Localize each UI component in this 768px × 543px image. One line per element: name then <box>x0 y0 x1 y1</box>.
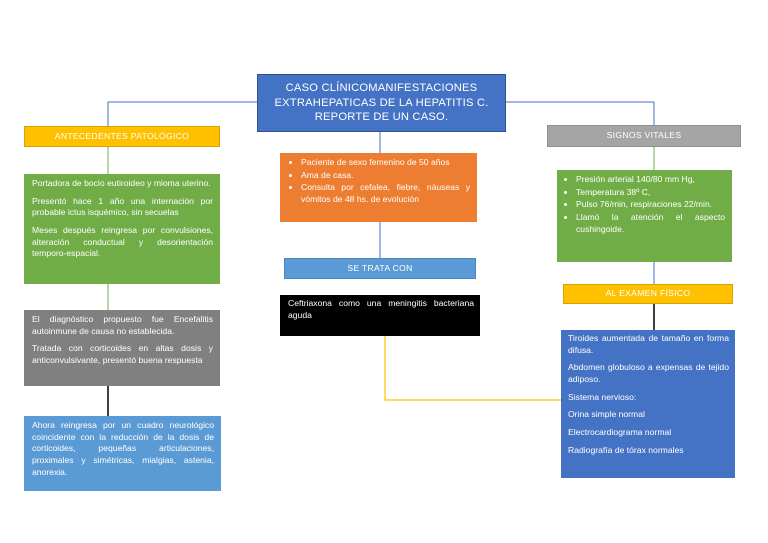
paciente-bullet: Ama de casa. <box>301 170 470 182</box>
diagnostico-gray-box: El diagnóstico propuesto fue Encefalitis… <box>24 310 220 386</box>
diagnostico-paragraph: Tratada con corticoides en altas dosis y… <box>32 343 213 366</box>
tratamiento-header: SE TRATA CON <box>284 258 476 279</box>
antecedentes-header: ANTECEDENTES PATOLÓGICO <box>24 126 220 147</box>
examen-blue-box: Tiroides aumentada de tamaño en forma di… <box>561 330 735 478</box>
examen-paragraph: Radiografía de tórax normales <box>568 444 684 455</box>
examen-paragraph: Abdomen globuloso a expensas de tejido a… <box>568 362 729 385</box>
paciente-bullet: Paciente de sexo femenino de 50 años <box>301 157 470 169</box>
examen-paragraph: Tiroides aumentada de tamaño en forma di… <box>568 333 729 355</box>
signos-green-box: Presión arterial 140/80 mm Hg, Temperatu… <box>557 170 732 262</box>
examen-paragraph: Orina simple normal <box>568 409 645 420</box>
reingreso-blue-box: Ahora reingresa por un cuadro neurológic… <box>24 416 221 491</box>
reingreso-paragraph: Ahora reingresa por un cuadro neurológic… <box>32 420 214 477</box>
signos-bullet: Llamó la atención el aspecto cushingoide… <box>576 212 725 235</box>
antecedentes-green-box: Portadora de bocio eutiroideo y mioma ut… <box>24 174 220 284</box>
antecedentes-header-text: ANTECEDENTES PATOLÓGICO <box>54 130 190 141</box>
paciente-orange-box: Paciente de sexo femenino de 50 años Ama… <box>280 153 477 222</box>
signos-header-text: SIGNOS VITALES <box>606 130 682 141</box>
diagram-title: CASO CLÍNICOMANIFESTACIONES EXTRAHEPATIC… <box>257 74 506 132</box>
tratamiento-text: Ceftriaxona como una meningitis bacteria… <box>288 298 474 320</box>
signos-header: SIGNOS VITALES <box>547 125 741 147</box>
examen-paragraph: Sistema nervioso: <box>568 391 637 402</box>
examen-paragraph: Electrocardiograma normal <box>568 427 672 438</box>
title-text: CASO CLÍNICOMANIFESTACIONES EXTRAHEPATIC… <box>274 82 489 124</box>
signos-bullet-list: Presión arterial 140/80 mm Hg, Temperatu… <box>561 174 725 235</box>
tratamiento-header-text: SE TRATA CON <box>347 262 413 273</box>
signos-bullet: Temperatura 38º C, <box>576 187 725 199</box>
antecedentes-paragraph: Meses después reingresa por convulsiones… <box>32 225 213 259</box>
tratamiento-black-box: Ceftriaxona como una meningitis bacteria… <box>280 295 480 336</box>
diagnostico-paragraph: El diagnóstico propuesto fue Encefalitis… <box>32 314 213 336</box>
examen-header: AL EXAMEN FÍSICO <box>563 284 733 304</box>
examen-header-text: AL EXAMEN FÍSICO <box>605 288 691 299</box>
antecedentes-paragraph: Presentó hace 1 año una internación por … <box>32 195 213 218</box>
antecedentes-paragraph: Portadora de bocio eutiroideo y mioma ut… <box>32 178 211 188</box>
paciente-bullet: Consulta por cefalea, fiebre, náuseas y … <box>301 182 470 205</box>
paciente-bullet-list: Paciente de sexo femenino de 50 años Ama… <box>286 157 470 206</box>
signos-bullet: Presión arterial 140/80 mm Hg, <box>576 174 725 186</box>
connector-treat-exam <box>384 336 562 401</box>
signos-bullet: Pulso 76/min, respiraciones 22/min. <box>576 199 725 211</box>
